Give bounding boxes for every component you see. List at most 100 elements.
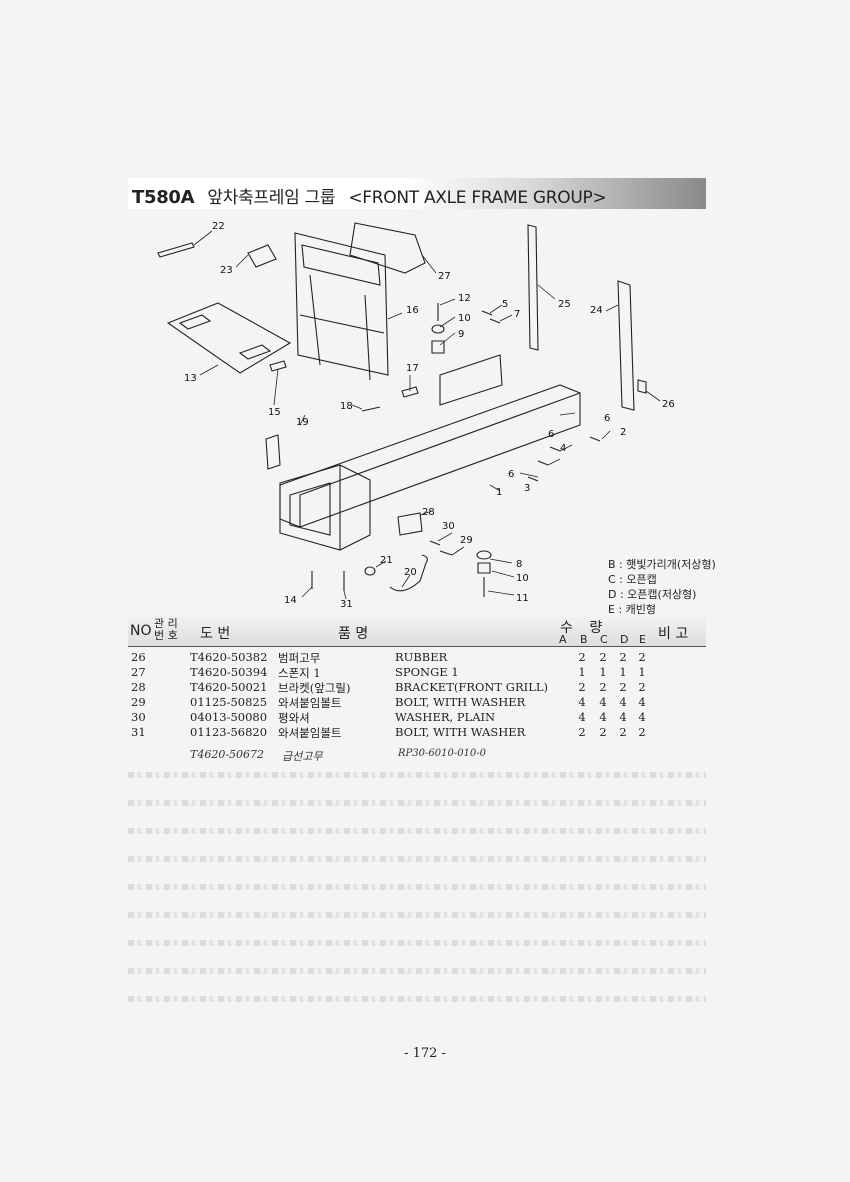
cell-name-ko: 범퍼고무 xyxy=(278,651,321,665)
show-through-line xyxy=(128,884,706,890)
callout-10-bottom: 10 xyxy=(516,573,529,584)
legend-item-e: E : 캐빈형 xyxy=(608,603,657,616)
part-1-main-frame xyxy=(279,384,581,528)
part-22-rod xyxy=(157,242,195,258)
cell-part: 01123-56820 xyxy=(190,725,268,739)
cell-name-en: RUBBER xyxy=(395,650,448,664)
header-qty-a: A xyxy=(559,633,567,646)
model-code: T580A xyxy=(132,187,195,208)
cell-part: 04013-50080 xyxy=(190,710,268,724)
part-9-rubber xyxy=(431,340,445,354)
callout-30: 30 xyxy=(442,521,455,532)
cell-qty-d: 4 xyxy=(619,710,627,724)
callout-21: 21 xyxy=(380,555,393,566)
legend-item-b: B : 햇빛가리개(저상형) xyxy=(608,558,716,571)
part-15 xyxy=(269,360,287,372)
part-24-strip xyxy=(617,280,635,411)
exploded-parts-diagram: 22 23 27 16 12 10 9 5 7 25 24 26 13 15 1… xyxy=(157,221,675,610)
callout-23: 23 xyxy=(220,265,233,276)
show-through-line xyxy=(128,828,706,834)
cell-name-ko: 브라켓(앞그릴) xyxy=(278,681,351,695)
title-korean: 앞차축프레임 그룹 xyxy=(207,188,336,208)
part-28-bracket xyxy=(397,512,423,536)
callout-16: 16 xyxy=(406,305,419,316)
header-quantity: 수 량 xyxy=(560,620,609,636)
part-18 xyxy=(361,406,381,412)
part-10-washer xyxy=(431,324,445,334)
callout-10-top: 10 xyxy=(458,313,471,324)
part-21-nut xyxy=(364,566,376,576)
callout-12: 12 xyxy=(458,293,471,304)
show-through-line xyxy=(128,996,706,1002)
callout-26: 26 xyxy=(662,399,675,410)
front-cross-member xyxy=(279,464,371,551)
callout-31: 31 xyxy=(340,599,353,610)
part-25-strip xyxy=(527,224,539,351)
cell-qty-b: 4 xyxy=(578,710,586,724)
table-row: 31 01123-56820 와셔붙임볼트 BOLT, WITH WASHER … xyxy=(128,725,706,740)
table-row: 30 04013-50080 평와셔 WASHER, PLAIN 4 4 4 4 xyxy=(128,710,706,725)
cell-name-en: SPONGE 1 xyxy=(395,665,459,679)
cell-qty-d: 2 xyxy=(619,680,627,694)
cell-qty-b: 1 xyxy=(578,665,586,679)
cell-qty-e: 4 xyxy=(638,710,646,724)
handwritten-part-number: T4620-50672 xyxy=(190,748,265,761)
handwritten-name-ko: 급선고무 xyxy=(282,750,323,763)
part-27-top-panel xyxy=(349,222,426,274)
callout-8: 8 xyxy=(516,559,522,570)
cell-no: 28 xyxy=(131,680,146,694)
cell-part: 01125-50825 xyxy=(190,695,268,709)
cell-qty-b: 2 xyxy=(578,650,586,664)
table-row: 29 01125-50825 와셔붙임볼트 BOLT, WITH WASHER … xyxy=(128,695,706,710)
cell-name-en: BOLT, WITH WASHER xyxy=(395,695,526,709)
page-number: - 172 - xyxy=(404,1046,446,1061)
cell-no: 27 xyxy=(131,665,146,679)
cell-qty-e: 1 xyxy=(638,665,646,679)
part-20-handle xyxy=(389,554,428,592)
callout-7: 7 xyxy=(514,309,520,320)
cell-part: T4620-50382 xyxy=(190,650,268,664)
title-english: <FRONT AXLE FRAME GROUP> xyxy=(348,188,607,208)
callout-24: 24 xyxy=(590,305,603,316)
cell-part: T4620-50394 xyxy=(190,665,268,679)
callout-14: 14 xyxy=(284,595,297,606)
header-qty-d: D xyxy=(620,633,629,646)
cell-name-ko: 스폰지 1 xyxy=(278,666,321,680)
cell-qty-e: 2 xyxy=(638,650,646,664)
cell-name-en: BRACKET(FRONT GRILL) xyxy=(395,680,548,694)
callout-11: 11 xyxy=(516,593,529,604)
cell-part: T4620-50021 xyxy=(190,680,268,694)
variant-legend: B : 햇빛가리개(저상형) C : 오픈캡 D : 오픈캡(저상형) E : … xyxy=(608,557,716,617)
callout-20: 20 xyxy=(404,567,417,578)
cell-qty-b: 4 xyxy=(578,695,586,709)
show-through-line xyxy=(128,968,706,974)
cell-no: 29 xyxy=(131,695,146,709)
cell-qty-e: 2 xyxy=(638,725,646,739)
table-row: 27 T4620-50394 스폰지 1 SPONGE 1 1 1 1 1 xyxy=(128,665,706,680)
callout-27: 27 xyxy=(438,271,451,282)
cell-qty-e: 4 xyxy=(638,695,646,709)
callout-5: 5 xyxy=(502,299,508,310)
cell-qty-c: 4 xyxy=(599,695,607,709)
callout-2: 2 xyxy=(620,427,626,438)
cell-qty-e: 2 xyxy=(638,680,646,694)
part-23-plate xyxy=(247,244,277,268)
callout-17: 17 xyxy=(406,363,419,374)
callout-19: 19 xyxy=(296,417,309,428)
cell-name-en: WASHER, PLAIN xyxy=(395,710,496,724)
callout-6-a: 6 xyxy=(604,413,610,424)
cell-no: 31 xyxy=(131,725,146,739)
show-through-line xyxy=(128,912,706,918)
callout-18: 18 xyxy=(340,401,353,412)
show-through-line xyxy=(128,856,706,862)
cell-no: 30 xyxy=(131,710,146,724)
header-qty-e: E xyxy=(639,633,646,646)
callout-13: 13 xyxy=(184,373,197,384)
callout-3: 3 xyxy=(524,483,530,494)
cell-qty-d: 1 xyxy=(619,665,627,679)
cell-qty-d: 4 xyxy=(619,695,627,709)
header-qty-b: B xyxy=(580,633,588,646)
callout-15: 15 xyxy=(268,407,281,418)
callout-28: 28 xyxy=(422,507,435,518)
